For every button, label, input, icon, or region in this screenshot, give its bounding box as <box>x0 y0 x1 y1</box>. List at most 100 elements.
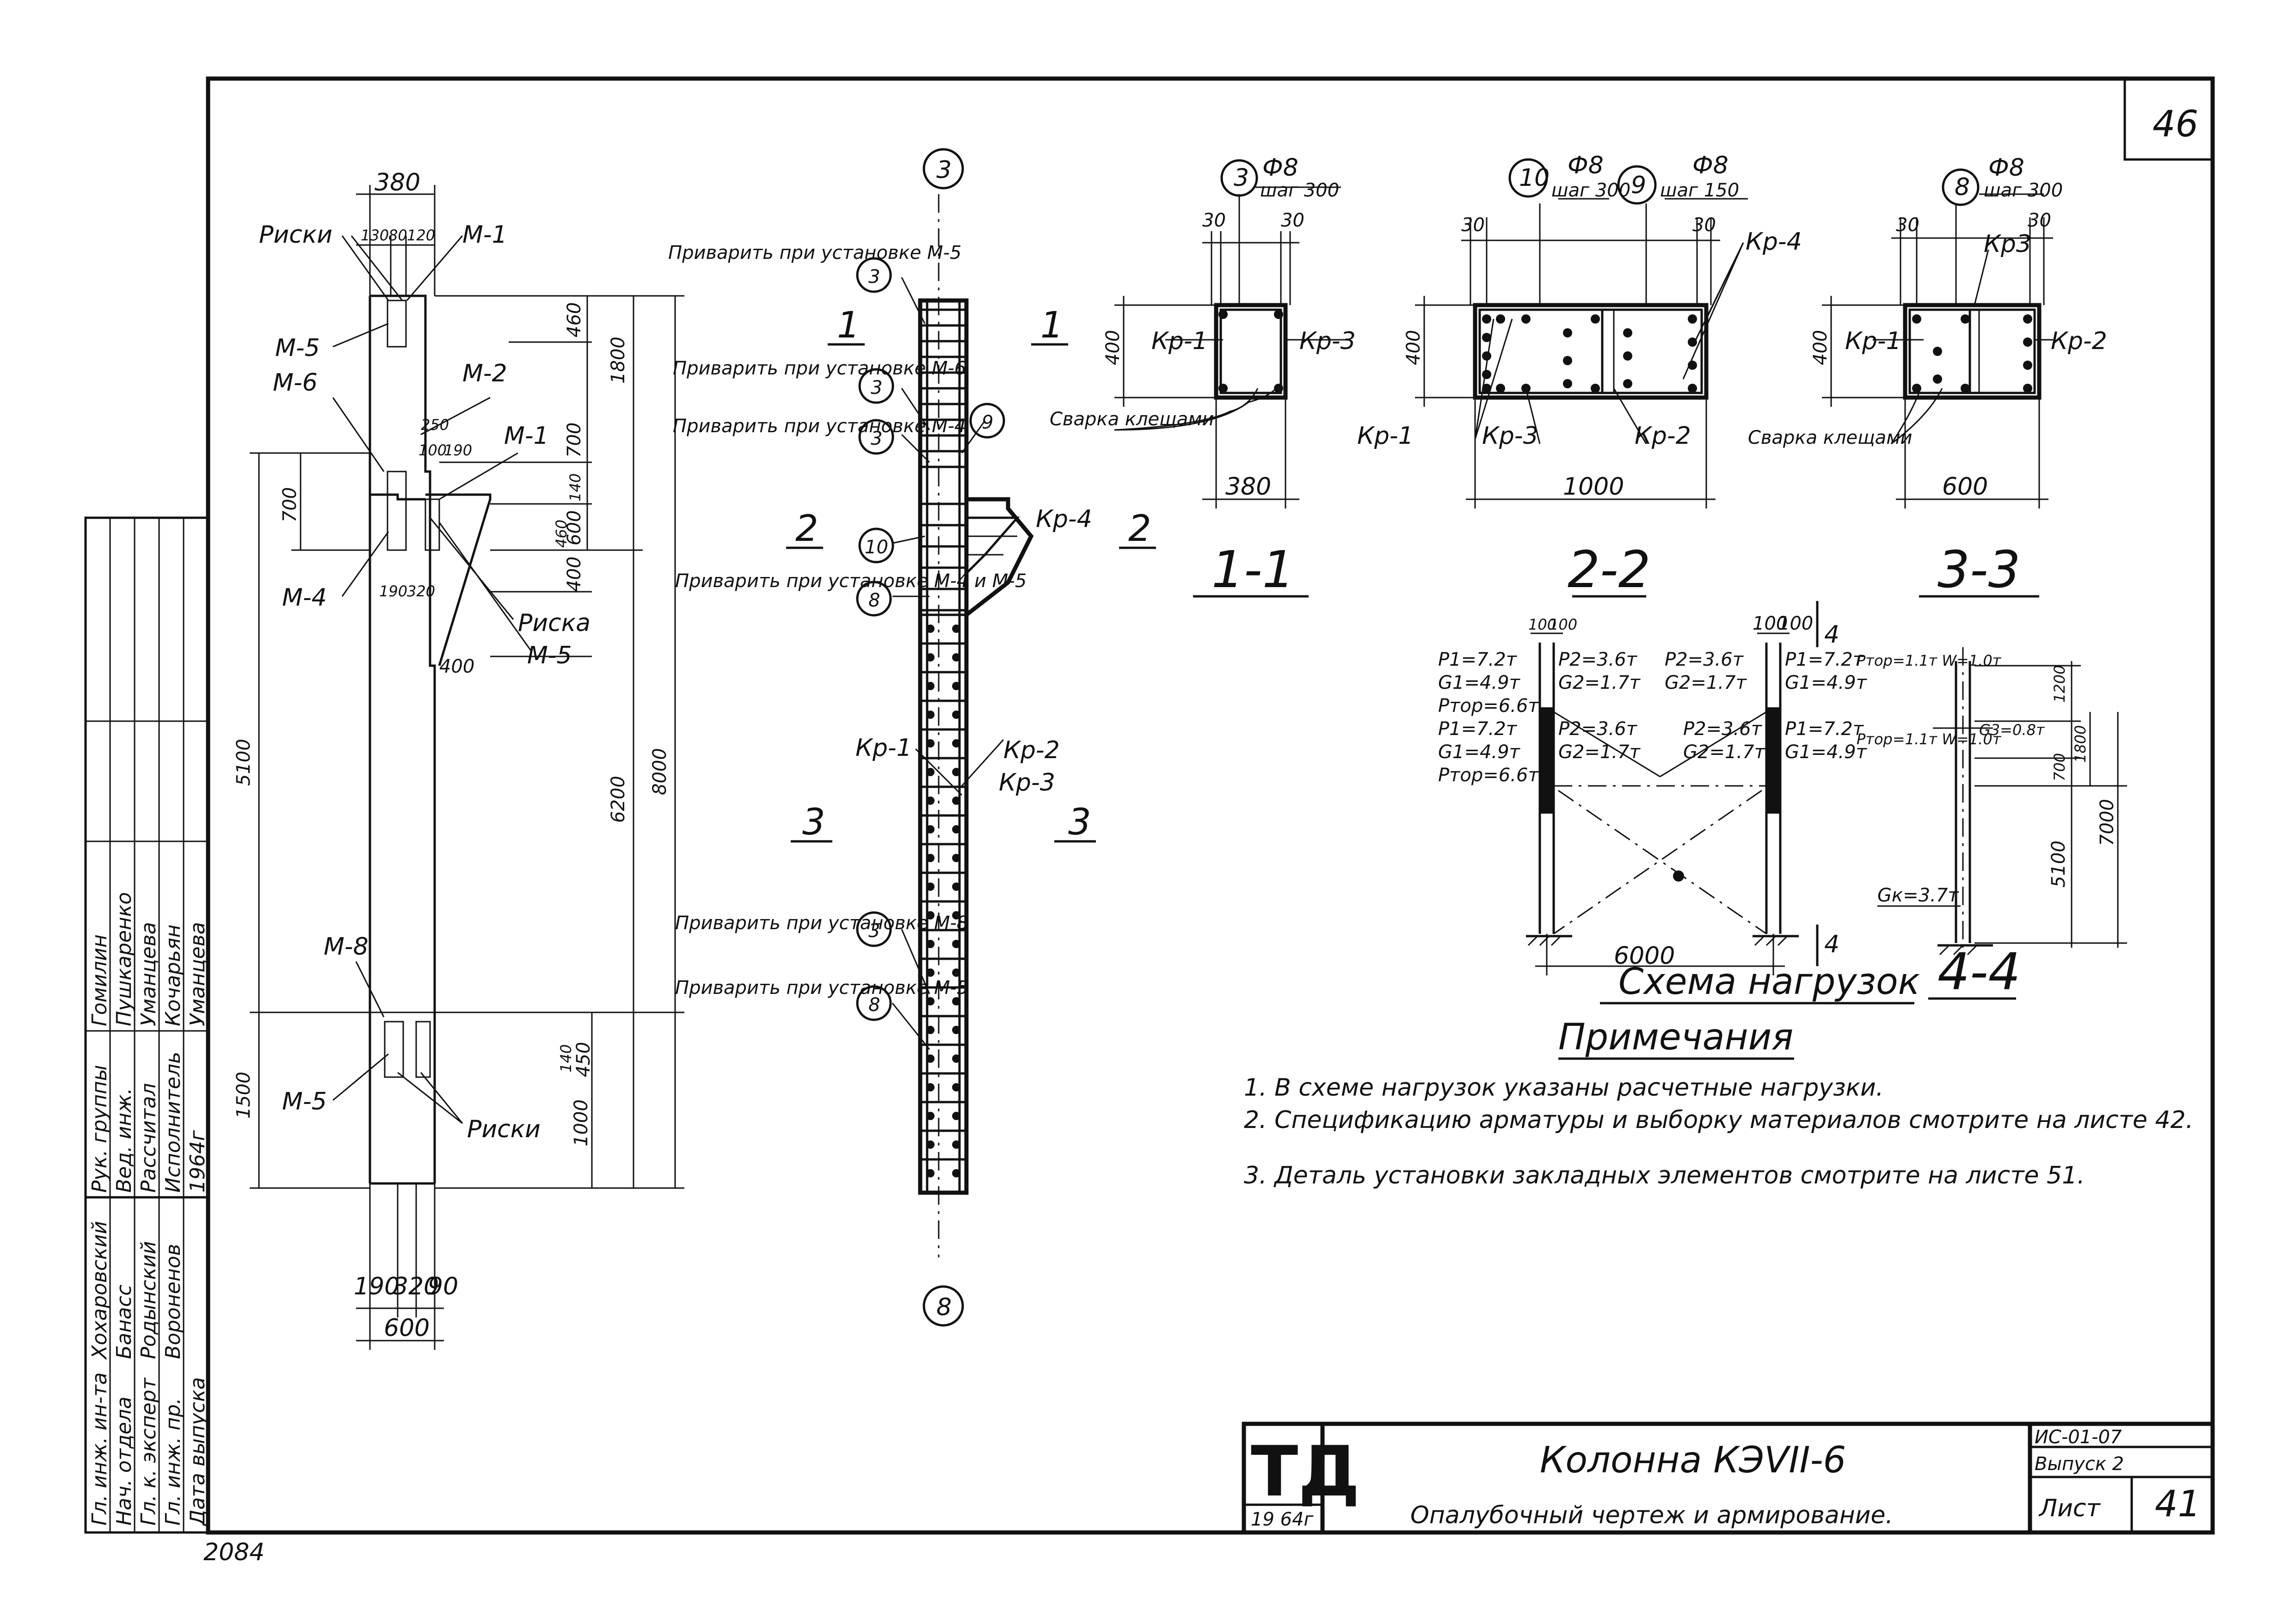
s44-d5100: 5100 <box>2048 840 2069 888</box>
rebar-kp2: Кр-2 <box>1003 736 1060 764</box>
sec22-dia-a: Ф8 <box>1568 152 1604 179</box>
note-2: 2. Спецификацию арматуры и выборку матер… <box>1244 1106 2193 1134</box>
sec33-dia: Ф8 <box>1988 154 2024 182</box>
rebar-dot <box>1912 384 1921 393</box>
rebar-dot <box>1933 374 1942 384</box>
sec33-kp1: Кр-1 <box>1845 327 1901 355</box>
sec22-c1: 30 <box>1461 214 1485 236</box>
rebar-dot <box>952 1112 960 1120</box>
corner-sheet-number: 46 <box>2153 104 2198 145</box>
load-span: 6000 <box>1614 942 1675 970</box>
rebar-dot <box>926 911 935 919</box>
note-weld-m8: Приварить при установке М-8 <box>675 913 968 934</box>
load-cut-top: 4 <box>1824 621 1839 649</box>
label-m6: М-6 <box>273 369 318 397</box>
rebar-dot <box>952 854 960 862</box>
rebar-dot <box>1482 384 1491 393</box>
rebar-dot <box>1482 333 1491 342</box>
elev-dim-8000: 8000 <box>649 748 670 795</box>
elev-dim-100: 100 <box>418 441 447 459</box>
bottom-left-note: 2084 <box>203 1538 264 1566</box>
sec22-step-b: шаг 150 <box>1660 180 1739 201</box>
rebar-dot <box>1961 384 1970 393</box>
sec22-w: 1000 <box>1563 473 1624 501</box>
rebar-dot <box>926 653 935 662</box>
rebar-dot <box>1563 356 1572 365</box>
sec22-bars <box>1482 314 1697 393</box>
sheet-frame <box>206 76 2215 1535</box>
stamp-name2-4: Кочарьян <box>161 925 185 1026</box>
label-m8: М-8 <box>324 933 369 961</box>
elev-dim-1000: 1000 <box>571 1099 592 1146</box>
note-1: 1. В схеме нагрузок указаны расчетные на… <box>1244 1074 1883 1102</box>
rebar-dot <box>1623 379 1632 388</box>
s44-ptop-bot: Pтор=1.1т W=1.0т <box>1857 730 2002 748</box>
load-g2-r-top: G2=1.7т <box>1665 672 1747 693</box>
note-weld-m5: Приварить при установке М-5 <box>668 242 961 264</box>
stamp-role2-4: Исполнитель <box>161 1052 185 1193</box>
sec33-h: 400 <box>1810 330 1831 365</box>
note-weld-m6-mark: 3 <box>871 377 882 398</box>
load-p1-l-top: P1=7.2т <box>1438 649 1518 670</box>
stamp-role2-1: Рук. группы <box>88 1065 111 1193</box>
rebar-mark-9: 9 <box>982 412 993 433</box>
note-3: 3. Деталь установки закладных элементов … <box>1244 1162 2085 1189</box>
s44-d700: 700 <box>2051 753 2068 781</box>
sec22-title: 2-2 <box>1568 540 1651 599</box>
sec33-kp2: Кр-2 <box>2051 327 2107 355</box>
cut-2-right: 2 <box>1128 508 1151 550</box>
sec33-c2: 30 <box>2028 210 2051 231</box>
sec22-dia-b: Ф8 <box>1692 152 1728 179</box>
rebar-dot <box>1482 314 1491 324</box>
section44-title: 4-4 <box>1937 942 2021 1001</box>
title-issue: Выпуск 2 <box>2035 1453 2124 1475</box>
note-weld-m4-mark: 3 <box>871 428 882 449</box>
label-m5-bot: М-5 <box>282 1088 327 1115</box>
stamp-date: 1964г <box>186 1130 209 1193</box>
section-3-3 <box>1822 193 2053 598</box>
title-main: Колонна КЭVII-6 <box>1540 1440 1846 1481</box>
load-dim-100d: 100 <box>1778 613 1813 634</box>
sec22-kp3: Кр-3 <box>1482 422 1538 450</box>
s44-g3: G3=0.8т <box>1979 721 2045 739</box>
label-m1-mid: М-1 <box>504 422 549 450</box>
rebar-dot <box>1521 384 1531 393</box>
rebar-dot <box>926 1112 935 1120</box>
elev-dim-140b: 140 <box>557 1044 575 1072</box>
note-weld-m5-bot-mark: 8 <box>868 994 880 1016</box>
rebar-dot <box>926 625 935 633</box>
elev-dim-460b: 460 <box>553 520 570 548</box>
label-m5-top: М-5 <box>275 334 320 362</box>
load-p1-l-bot: P1=7.2т <box>1438 718 1518 740</box>
rebar-dot <box>926 997 935 1005</box>
elev-dim-bot-600: 600 <box>384 1314 430 1342</box>
side-stamp <box>84 516 209 1534</box>
rebar-dot <box>952 797 960 805</box>
load-p1-r-top: P1=7.2т <box>1785 649 1864 670</box>
sec11-kp-right: Кр-3 <box>1299 327 1356 355</box>
sec11-mark: 3 <box>1234 164 1249 192</box>
elev-dim-80: 80 <box>388 227 407 244</box>
rebar-dot <box>952 768 960 776</box>
elev-dim-bot-190: 190 <box>354 1273 400 1300</box>
rebar-dot <box>1521 314 1531 324</box>
s44-ptop-top: Pтор=1.1т W=1.0т <box>1857 652 2002 669</box>
rebar-kp4: Кр-4 <box>1036 505 1092 533</box>
rebar-dot <box>1688 384 1697 393</box>
s44-gk: Gк=3.7т <box>1877 885 1959 906</box>
rebar-kp1: Кр-1 <box>855 734 912 762</box>
label-riska: Риска <box>518 609 590 637</box>
load-g1-r-top: G1=4.9т <box>1785 672 1868 693</box>
elev-vertical-dims: 460 1800 700 140 460 600 400 700 5100 62… <box>233 302 670 1146</box>
load-g2-r-bot: G2=1.7т <box>1683 742 1766 763</box>
load-p2-l-bot: P2=3.6т <box>1558 718 1638 740</box>
rebar-dot <box>2023 337 2032 347</box>
sec33-step: шаг 300 <box>1984 180 2063 201</box>
load-g2-l-bot: G2=1.7т <box>1558 742 1641 763</box>
rebar-dot <box>1688 361 1697 370</box>
rebar-dot <box>926 882 935 891</box>
rebar-dot <box>926 1140 935 1149</box>
load-g1-l-top: G1=4.9т <box>1438 672 1521 693</box>
rebar-dot <box>2023 361 2032 370</box>
elev-dim-1800: 1800 <box>608 337 629 384</box>
